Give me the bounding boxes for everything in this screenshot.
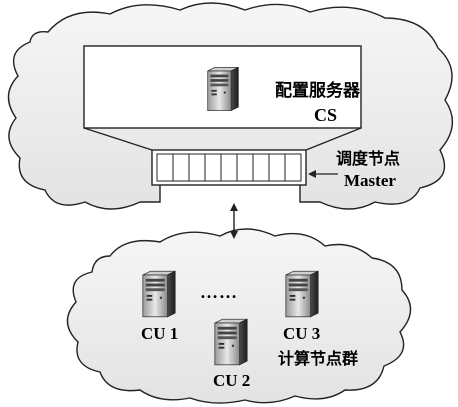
master-pointer-arrowhead <box>308 170 316 178</box>
funnel-line-left <box>83 127 153 151</box>
funnel-line-right <box>305 127 362 151</box>
config-server-name: 配置服务器 <box>275 81 360 101</box>
queue-slot <box>188 153 206 182</box>
compute-ellipsis: …… <box>200 282 238 302</box>
cu1-server-icon <box>142 270 176 318</box>
compute-cluster-name: 计算节点群 <box>278 349 359 368</box>
queue-slot <box>252 153 270 182</box>
config-server-icon <box>207 66 239 112</box>
queue-slot <box>156 153 174 182</box>
scheduler-queue <box>151 149 307 186</box>
queue-slot <box>220 153 238 182</box>
queue-slot <box>236 153 254 182</box>
queue-slot <box>172 153 190 182</box>
link-arrowhead-up <box>230 203 238 211</box>
link-arrowhead-down <box>230 231 238 239</box>
scheduler-code: Master <box>344 171 396 190</box>
queue-slot <box>204 153 222 182</box>
cu3-server-icon <box>285 270 319 318</box>
cu2-label: CU 2 <box>213 371 251 390</box>
cu3-label: CU 3 <box>283 324 321 343</box>
cu1-label: CU 1 <box>141 324 179 343</box>
queue-slot <box>284 153 302 182</box>
scheduler-name: 调度节点 <box>336 149 401 168</box>
config-server-code: CS <box>314 105 338 125</box>
cu2-server-icon <box>214 318 248 366</box>
queue-slot <box>268 153 286 182</box>
